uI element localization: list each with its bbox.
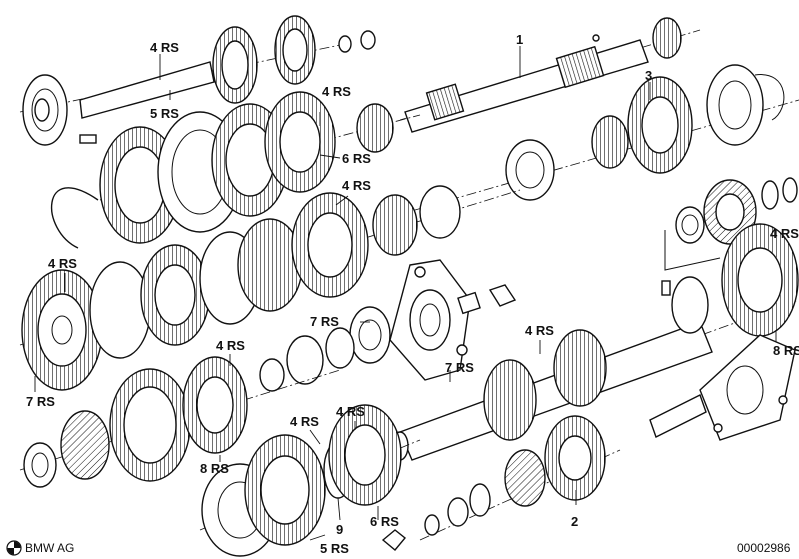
label-4rs-e: 4 RS — [525, 323, 554, 338]
diagram-number: 00002986 — [737, 541, 791, 555]
label-4rs-a: 4 RS — [150, 40, 179, 55]
bottom-right-row — [419, 415, 621, 541]
label-7rs-b: 7 RS — [310, 314, 339, 329]
label-8rs-b: 8 RS — [773, 343, 799, 358]
countershaft-gear-b — [553, 329, 607, 407]
label-9: 9 — [336, 522, 343, 537]
label-4rs-h: 4 RS — [336, 404, 365, 419]
bearing-row2 — [505, 139, 555, 201]
bottom-row — [199, 404, 421, 557]
label-6rs-b: 6 RS — [370, 514, 399, 529]
shift-rod — [649, 394, 707, 438]
layshaft-row — [379, 64, 799, 221]
label-4rs-g: 4 RS — [290, 414, 319, 429]
label-6rs-a: 6 RS — [342, 151, 371, 166]
label-7rs-c: 7 RS — [445, 360, 474, 375]
output-flange — [259, 259, 517, 392]
bearing-center — [349, 306, 391, 364]
label-5rs-b: 5 RS — [320, 541, 349, 556]
key-small — [79, 134, 97, 144]
label-3: 3 — [645, 68, 652, 83]
lower-row — [19, 356, 341, 488]
bearing-lower — [60, 410, 110, 480]
synchro-right — [706, 64, 764, 146]
needle-bearing-row2 — [356, 103, 394, 153]
brand-text: BMW AG — [25, 541, 74, 555]
snap-ring-top — [338, 35, 352, 53]
footer: BMW AG 00002986 — [6, 540, 791, 556]
needle-bearing-bottom — [504, 449, 546, 507]
synchro-row — [50, 91, 421, 249]
countershaft-bearing — [671, 276, 709, 334]
needle-bearing-row3 — [372, 194, 418, 256]
circlip — [50, 187, 99, 249]
sleeve-lower — [23, 442, 57, 488]
label-4rs-d: 4 RS — [48, 256, 77, 271]
gear-row-3 — [19, 185, 521, 391]
washer-top — [360, 30, 376, 50]
input-shaft-group — [19, 15, 376, 146]
ring-center — [325, 327, 355, 369]
label-4rs-i: 4 RS — [770, 226, 799, 241]
needle-bearing-top — [652, 17, 682, 59]
synchro-ring-row3 — [89, 261, 151, 359]
collar-center — [286, 335, 324, 385]
input-shaft — [79, 61, 215, 119]
callout-labels: 1 2 3 4 RS 4 RS 4 RS 4 RS 4 RS 4 RS 4 RS… — [26, 32, 799, 556]
bearing-right-small — [675, 206, 705, 244]
right-bearings — [664, 177, 798, 271]
label-7rs-a: 7 RS — [26, 394, 55, 409]
label-2: 2 — [571, 514, 578, 529]
label-8rs-a: 8 RS — [200, 461, 229, 476]
label-4rs-b: 4 RS — [322, 84, 351, 99]
label-4rs-f: 4 RS — [216, 338, 245, 353]
label-1: 1 — [516, 32, 523, 47]
main-shaft-group — [399, 17, 701, 133]
bolt — [381, 529, 406, 551]
countershaft-gear-a — [483, 359, 537, 441]
bmw-roundel-icon — [6, 540, 22, 556]
label-5rs-a: 5 RS — [150, 106, 179, 121]
leader-lines — [34, 46, 777, 541]
cover-plate-group — [649, 280, 796, 441]
label-4rs-c: 4 RS — [342, 178, 371, 193]
